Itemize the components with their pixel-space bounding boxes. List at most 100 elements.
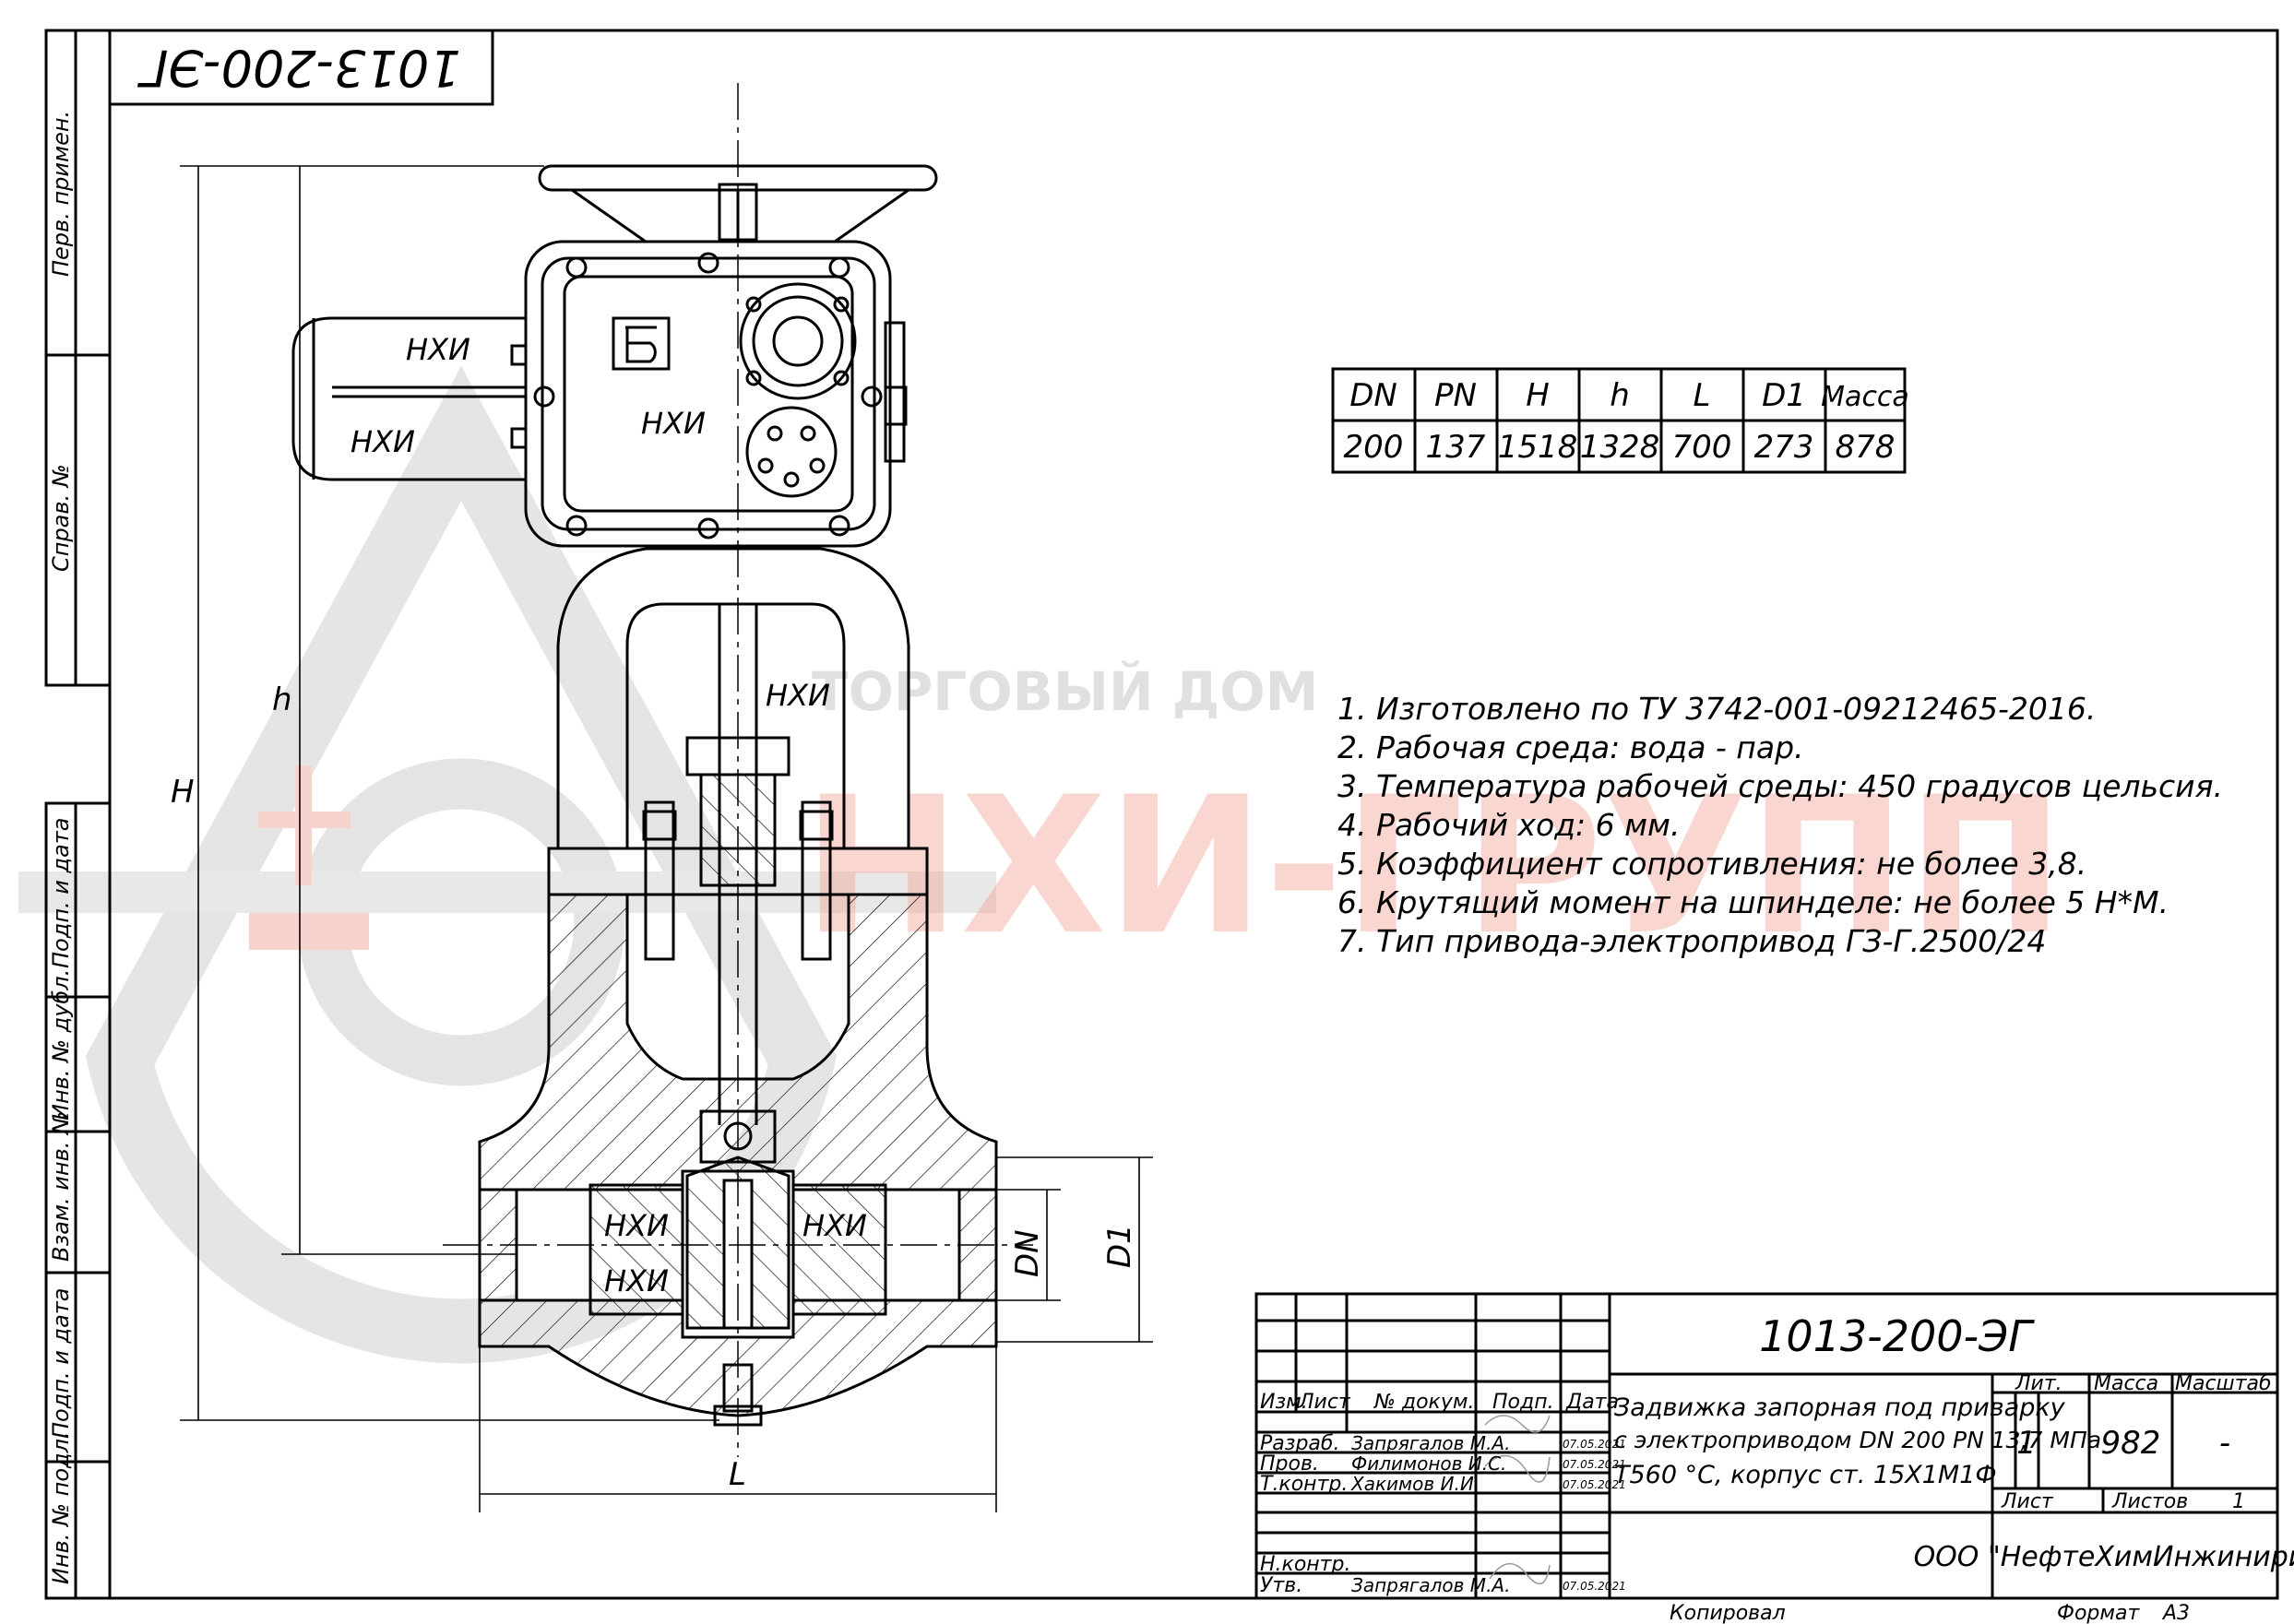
col-data: Дата bbox=[1565, 1391, 1619, 1414]
label-podp-data-2: Подп. и дата bbox=[48, 1288, 74, 1440]
dim-L: L bbox=[729, 1456, 746, 1493]
spec-header-D1: D1 bbox=[1762, 377, 1806, 414]
kopiroval-label: Копировал bbox=[1670, 1602, 1786, 1624]
dim-DN: DN bbox=[1009, 1229, 1046, 1277]
control-panel bbox=[745, 406, 838, 498]
label-sprav-no: Справ. № bbox=[48, 464, 74, 572]
dim-h: h bbox=[272, 682, 292, 718]
listov-value: 1 bbox=[2232, 1490, 2245, 1513]
note-4: 4. Рабочий ход: 6 мм. bbox=[1337, 807, 1680, 843]
spec-header-mass: Масса bbox=[1821, 381, 1909, 413]
spec-table: DN PN H h L D1 Масса 200 137 1518 1328 7… bbox=[1331, 367, 1909, 474]
spec-header-L: L bbox=[1694, 377, 1711, 414]
position-indicator bbox=[739, 282, 857, 400]
nhi-actuator: НХИ bbox=[641, 406, 706, 441]
label-perv-primen: Перв. примен. bbox=[48, 111, 74, 277]
dimensions bbox=[180, 165, 1153, 1512]
role-prov: Пров. bbox=[1260, 1452, 1319, 1476]
manufacturer-logo-icon bbox=[612, 316, 671, 371]
format-value: А3 bbox=[2161, 1602, 2190, 1624]
masshtab-label: Масштаб bbox=[2175, 1372, 2272, 1395]
dim-H: H bbox=[171, 774, 195, 811]
note-6: 6. Крутящий момент на шпинделе: не более… bbox=[1337, 884, 2169, 920]
note-2: 2. Рабочая среда: вода - пар. bbox=[1337, 729, 1804, 765]
spec-header-pn: PN bbox=[1434, 377, 1477, 414]
name-prov: Филимонов И.С. bbox=[1351, 1452, 1506, 1475]
note-7: 7. Тип привода-электропривод ГЗ-Г.2500/2… bbox=[1337, 923, 2046, 959]
name-tkontr: Хакимов И.И. bbox=[1350, 1473, 1480, 1495]
lit-value: 1 bbox=[2016, 1425, 2037, 1462]
product-name-line-1: Задвижка запорная под приварку bbox=[1614, 1393, 2066, 1422]
date-utv: 07.05.2021 bbox=[1563, 1580, 1626, 1593]
side-connector bbox=[884, 321, 908, 463]
side-column bbox=[44, 29, 112, 1600]
technical-notes: 1. Изготовлено по ТУ 3742-001-09212465-2… bbox=[1337, 691, 2223, 959]
side-column-labels: Перв. примен. Справ. № Подп. и дата Инв.… bbox=[48, 111, 74, 1584]
nhi-gate-right: НХИ bbox=[802, 1208, 867, 1243]
product-name-line-3: Т560 °С, корпус ст. 15Х1М1Ф bbox=[1614, 1461, 1997, 1489]
signature-scribbles bbox=[1484, 1415, 1551, 1585]
list-label: Лист bbox=[2001, 1490, 2054, 1513]
col-izm: Изм. bbox=[1260, 1391, 1308, 1414]
label-inv-dubl: Инв. № дубл. bbox=[48, 969, 74, 1120]
date-razrab: 07.05.2021 bbox=[1563, 1438, 1626, 1451]
role-utv: Утв. bbox=[1260, 1574, 1302, 1597]
col-doc-no: № докум. bbox=[1373, 1391, 1474, 1414]
spec-value-dn: 200 bbox=[1344, 429, 1404, 466]
listov-label: Листов bbox=[2111, 1490, 2188, 1513]
role-tkontr: Т.контр. bbox=[1260, 1473, 1348, 1496]
watermark: ТОРГОВЫЙ ДОМ НХИ-ГРУПП bbox=[18, 365, 2064, 1364]
col-list: Лист bbox=[1298, 1391, 1351, 1414]
name-razrab: Запрягалов М.А. bbox=[1351, 1432, 1510, 1454]
spec-value-mass: 878 bbox=[1836, 429, 1896, 466]
spec-value-pn: 137 bbox=[1426, 429, 1486, 466]
motor bbox=[291, 316, 528, 481]
centerlines bbox=[443, 83, 1033, 1457]
title-designation: 1013-200-ЭГ bbox=[1759, 1311, 2035, 1361]
drawing-labels: НХИ НХИ НХИ НХИ НХИ НХИ НХИ bbox=[351, 332, 867, 1298]
spec-header-dn: DN bbox=[1349, 377, 1397, 414]
spec-value-L: 700 bbox=[1672, 429, 1732, 466]
watermark-top-text: ТОРГОВЫЙ ДОМ bbox=[812, 659, 1318, 723]
dimension-labels: H h L DN D1 bbox=[171, 682, 1138, 1493]
actuator-housing bbox=[524, 240, 892, 548]
rotated-drawing-number: 1013-200-ЭГ bbox=[137, 39, 460, 97]
nhi-gate-left-2: НХИ bbox=[604, 1263, 669, 1298]
label-podp-data-1: Подп. и дата bbox=[48, 818, 74, 969]
note-3: 3. Температура рабочей среды: 450 градус… bbox=[1337, 768, 2223, 804]
dim-D1: D1 bbox=[1101, 1224, 1138, 1268]
massa-value: 982 bbox=[2101, 1425, 2161, 1462]
spec-table-headers: DN PN H h L D1 Масса bbox=[1349, 377, 1909, 414]
spec-table-values: 200 137 1518 1328 700 273 878 bbox=[1344, 429, 1896, 466]
note-1: 1. Изготовлено по ТУ 3742-001-09212465-2… bbox=[1337, 691, 2096, 727]
role-nkontr: Н.контр. bbox=[1260, 1553, 1350, 1576]
date-tkontr: 07.05.2021 bbox=[1563, 1478, 1626, 1491]
label-vzam-inv: Взам. инв. № bbox=[48, 1111, 74, 1262]
massa-label: Масса bbox=[2094, 1372, 2158, 1395]
note-5: 5. Коэффициент сопротивления: не более 3… bbox=[1337, 846, 2086, 882]
role-razrab: Разраб. bbox=[1260, 1432, 1339, 1455]
label-inv-podl: Инв. № подл. bbox=[48, 1431, 74, 1584]
spec-header-h: h bbox=[1610, 377, 1630, 414]
rotated-number-box: 1013-200-ЭГ bbox=[108, 29, 494, 106]
title-block: 1013-200-ЭГ Изм. Лист № докум. Подп. Дат… bbox=[1254, 1292, 2294, 1624]
name-utv: Запрягалов М.А. bbox=[1351, 1574, 1510, 1596]
nhi-gate-left-1: НХИ bbox=[604, 1208, 669, 1243]
spec-header-H: H bbox=[1526, 377, 1550, 414]
col-podp: Подп. bbox=[1492, 1391, 1554, 1414]
spec-value-h: 1328 bbox=[1580, 429, 1660, 466]
valve-drawing bbox=[291, 83, 1033, 1457]
nhi-yoke: НХИ bbox=[766, 678, 830, 713]
valve-body-section bbox=[478, 893, 998, 1427]
nhi-motor-2: НХИ bbox=[351, 424, 415, 459]
masshtab-value: - bbox=[2219, 1425, 2230, 1462]
organization-name: ООО "НефтеХимИнжиниринг" bbox=[1914, 1541, 2294, 1573]
product-name-line-2: с электроприводом DN 200 PN 13,7 МПа bbox=[1614, 1427, 2101, 1453]
format-label: Формат bbox=[2057, 1602, 2140, 1624]
nhi-motor-1: НХИ bbox=[406, 332, 470, 367]
lit-label: Лит. bbox=[2015, 1372, 2062, 1395]
date-prov: 07.05.2021 bbox=[1563, 1458, 1626, 1471]
watermark-main-text: НХИ-ГРУПП bbox=[802, 757, 2064, 977]
spec-value-H: 1518 bbox=[1498, 429, 1578, 466]
